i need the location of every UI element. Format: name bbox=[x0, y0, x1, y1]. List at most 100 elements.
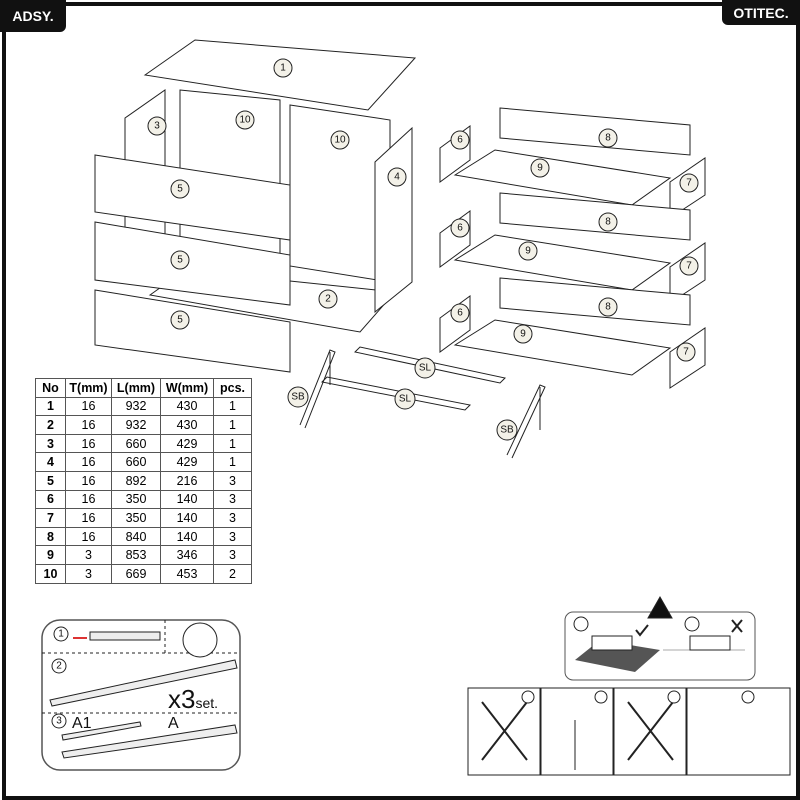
part-callouts bbox=[147, 58, 699, 441]
table-cell: 932 bbox=[111, 415, 161, 435]
label-sb: SB bbox=[291, 392, 305, 403]
table-cell: 16 bbox=[65, 508, 112, 528]
table-cell: 932 bbox=[111, 396, 161, 417]
label-part-8: 8 bbox=[605, 302, 611, 313]
table-cell: 660 bbox=[111, 452, 161, 472]
table-cell: 660 bbox=[111, 433, 161, 454]
table-cell: 892 bbox=[111, 470, 161, 491]
table-cell: 453 bbox=[160, 563, 214, 584]
drawer-set bbox=[439, 277, 706, 389]
label-part-8: 8 bbox=[605, 133, 611, 144]
rail-a1-label: A1 bbox=[72, 715, 92, 732]
table-cell: 10 bbox=[35, 563, 66, 584]
warning-icon bbox=[647, 595, 673, 619]
rail-a-label: A bbox=[168, 715, 179, 732]
drawer-front bbox=[94, 221, 291, 306]
label-part-10: 10 bbox=[334, 135, 346, 146]
table-cell: 4 bbox=[35, 452, 66, 472]
table-cell: 216 bbox=[160, 470, 214, 491]
table-cell: 16 bbox=[65, 396, 112, 417]
label-part-4: 4 bbox=[394, 172, 400, 183]
table-cell: 16 bbox=[65, 489, 112, 510]
table-cell: 3 bbox=[35, 433, 66, 454]
table-cell: 3 bbox=[65, 545, 112, 565]
label-part-7: 7 bbox=[686, 261, 692, 272]
table-cell: 430 bbox=[160, 396, 214, 417]
label-part-7: 7 bbox=[683, 347, 689, 358]
table-cell: 346 bbox=[160, 545, 214, 565]
table-cell: 3 bbox=[213, 508, 252, 528]
column-header: No bbox=[35, 378, 66, 398]
table-cell: 16 bbox=[65, 415, 112, 435]
label-part-8: 8 bbox=[605, 217, 611, 228]
table-cell: 1 bbox=[35, 396, 66, 417]
label-part-6: 6 bbox=[457, 308, 463, 319]
table-cell: 350 bbox=[111, 489, 161, 510]
label-part-9: 9 bbox=[520, 329, 526, 340]
placement-warning bbox=[564, 595, 756, 681]
table-cell: 3 bbox=[65, 563, 112, 584]
drawer-front bbox=[94, 154, 291, 241]
table-cell: 430 bbox=[160, 415, 214, 435]
label-sl: SL bbox=[419, 363, 432, 374]
table-cell: 669 bbox=[111, 563, 161, 584]
label-part-9: 9 bbox=[537, 163, 543, 174]
table-cell: 7 bbox=[35, 508, 66, 528]
label-part-7: 7 bbox=[686, 178, 692, 189]
table-cell: 16 bbox=[65, 433, 112, 454]
table-cell: 140 bbox=[160, 526, 214, 547]
label-part-9: 9 bbox=[525, 246, 531, 257]
slide-instructions bbox=[41, 619, 241, 771]
table-cell: 429 bbox=[160, 433, 214, 454]
table-cell: 5 bbox=[35, 470, 66, 491]
label-part-6: 6 bbox=[457, 135, 463, 146]
label-part-10: 10 bbox=[239, 115, 251, 126]
column-header: L(mm) bbox=[111, 378, 161, 398]
table-cell: 3 bbox=[213, 545, 252, 565]
step-1-number: 1 bbox=[58, 629, 64, 640]
table-cell: 1 bbox=[213, 452, 252, 472]
brand-right: OTITEC. bbox=[722, 0, 800, 25]
brand-left: ADSY. bbox=[0, 0, 66, 32]
table-cell: 1 bbox=[213, 433, 252, 454]
table-cell: 2 bbox=[213, 563, 252, 584]
column-header: W(mm) bbox=[160, 378, 214, 398]
column-header: T(mm) bbox=[65, 378, 112, 398]
table-cell: 350 bbox=[111, 508, 161, 528]
table-cell: 840 bbox=[111, 526, 161, 547]
set-count: x3set. bbox=[168, 684, 218, 714]
install-do-dont-panels bbox=[467, 687, 791, 776]
table-cell: 8 bbox=[35, 526, 66, 547]
table-cell: 140 bbox=[160, 508, 214, 528]
label-part-5: 5 bbox=[177, 315, 183, 326]
step-2-number: 2 bbox=[56, 661, 62, 672]
sad-face-icon bbox=[684, 616, 700, 632]
table-header-row: No T(mm) L(mm) W(mm) pcs. bbox=[35, 378, 252, 398]
check-icon bbox=[635, 624, 649, 637]
table-cell: 1 bbox=[213, 396, 252, 417]
column-header: pcs. bbox=[213, 378, 252, 398]
table-cell: 16 bbox=[65, 526, 112, 547]
drawer-front bbox=[94, 289, 291, 373]
table-cell: 16 bbox=[65, 452, 112, 472]
table-cell: 853 bbox=[111, 545, 161, 565]
step-3-number: 3 bbox=[56, 716, 62, 727]
label-sl: SL bbox=[399, 394, 412, 405]
happy-face-icon bbox=[573, 616, 589, 632]
table-cell: 140 bbox=[160, 489, 214, 510]
table-cell: 16 bbox=[65, 470, 112, 491]
label-part-5: 5 bbox=[177, 184, 183, 195]
